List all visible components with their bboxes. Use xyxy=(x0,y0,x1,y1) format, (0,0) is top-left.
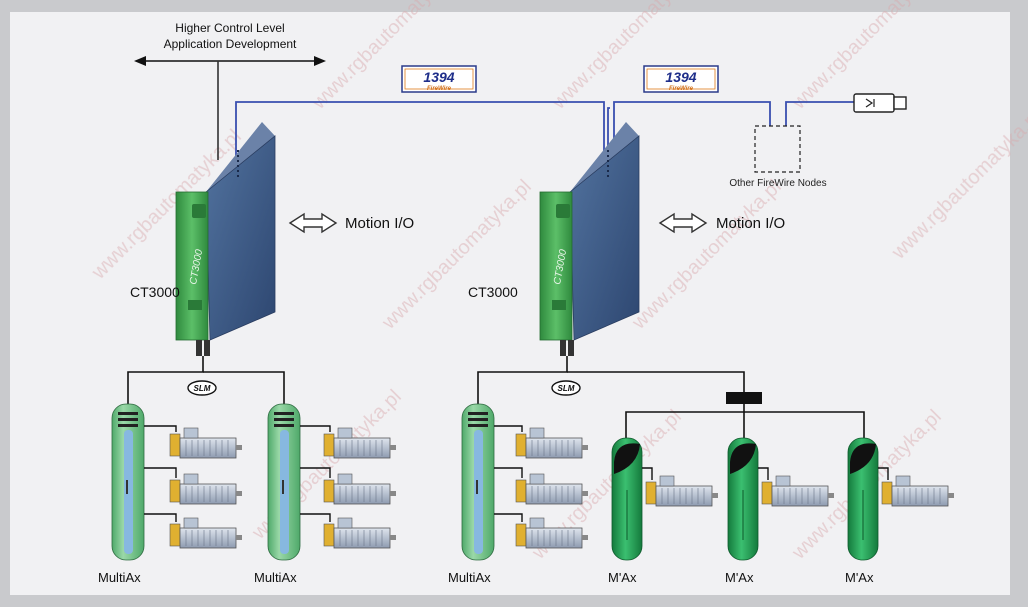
slm-hub-icon xyxy=(726,392,762,404)
other-firewire-nodes-label: Other FireWire Nodes xyxy=(729,178,826,189)
multiax-axis-cables xyxy=(300,425,331,522)
multiax-drive xyxy=(461,403,495,561)
slm-icon: SLM xyxy=(187,380,217,396)
firewire-cable xyxy=(235,101,854,160)
svg-text:1394: 1394 xyxy=(423,69,454,85)
svg-text:SLM: SLM xyxy=(194,384,211,393)
svg-text:SLM: SLM xyxy=(558,384,575,393)
drive-label: M'Ax xyxy=(725,570,754,585)
max-axis-cable xyxy=(758,467,769,480)
ct3000-controller-2: CT3000 xyxy=(539,122,640,356)
max-axis-cable xyxy=(642,467,653,480)
other-firewire-nodes-box xyxy=(754,125,801,173)
multiax-drive xyxy=(111,403,145,561)
controller-label-1: CT3000 xyxy=(130,284,180,300)
controller-label-2: CT3000 xyxy=(468,284,518,300)
double-arrow xyxy=(134,56,326,160)
svg-text:FireWire: FireWire xyxy=(669,86,694,92)
max-axis-cable xyxy=(878,467,889,480)
multiax-drive xyxy=(267,403,301,561)
motion-io-label-1: Motion I/O xyxy=(345,215,414,232)
drive-label: MultiAx xyxy=(98,570,141,585)
drive-label: M'Ax xyxy=(608,570,637,585)
multiax-axis-cables xyxy=(144,425,177,522)
max-drive xyxy=(611,437,643,561)
firewire-plug-icon xyxy=(853,93,907,113)
firewire-logo-1: 1394 FireWire xyxy=(401,65,477,93)
slm-icon: SLM xyxy=(551,380,581,396)
header-line-1: Higher Control Level xyxy=(175,21,284,35)
svg-text:FireWire: FireWire xyxy=(427,86,452,92)
header-line-2: Application Development xyxy=(164,37,297,51)
drive-label: MultiAx xyxy=(448,570,491,585)
slm-link-2 xyxy=(477,356,865,438)
drive-label: M'Ax xyxy=(845,570,874,585)
max-drive xyxy=(847,437,879,561)
svg-text:1394: 1394 xyxy=(665,69,696,85)
motion-io-label-2: Motion I/O xyxy=(716,215,785,232)
ct3000-controller-1: CT3000 xyxy=(175,122,276,356)
slm-link-1 xyxy=(127,356,285,404)
firewire-logo-2: 1394 FireWire xyxy=(643,65,719,93)
max-drive xyxy=(727,437,759,561)
drive-label: MultiAx xyxy=(254,570,297,585)
multiax-axis-cables xyxy=(494,425,523,522)
